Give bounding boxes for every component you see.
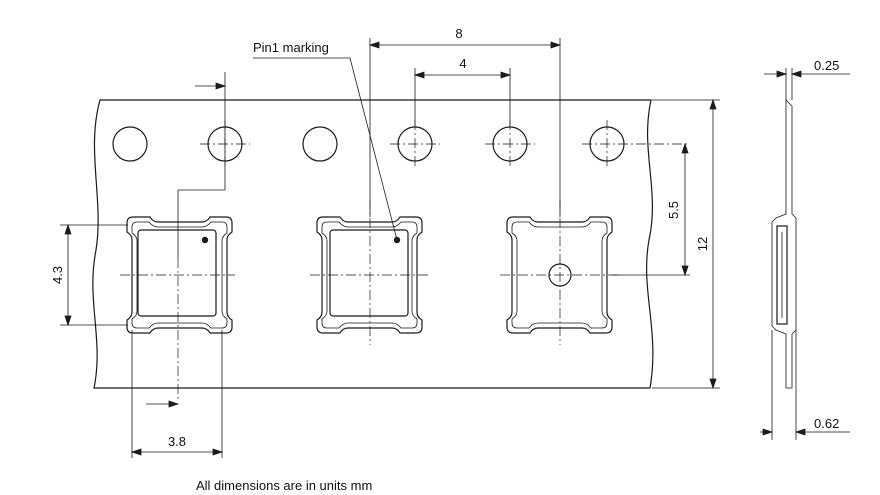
sprocket-holes	[112, 126, 625, 162]
dim-hole-pitch	[413, 68, 512, 126]
dim-tape-width	[652, 98, 720, 390]
pocket-1	[126, 216, 233, 334]
pocket-centerlines	[120, 200, 620, 400]
sprocket-hole	[112, 126, 148, 162]
dim-cavity-width	[130, 330, 224, 458]
dim-pitch	[368, 38, 562, 217]
dim-hole-to-cavity-label: 5.5	[666, 201, 681, 219]
dim-tape-width-label: 12	[695, 237, 710, 251]
dim-thickness-tape	[764, 68, 850, 100]
dim-edge-arrow	[177, 72, 227, 258]
dim-cavity-height	[60, 223, 128, 327]
dim-thickness-total-label: 0.62	[814, 416, 839, 431]
dim-thickness-total	[760, 330, 850, 440]
dim-hole-to-cavity	[612, 142, 690, 277]
units-note: All dimensions are in units mm	[196, 478, 372, 493]
sprocket-hole	[302, 126, 338, 162]
pin1-leader	[253, 57, 398, 241]
dim-hole-pitch-label: 4	[459, 56, 466, 71]
tape-outline	[92, 99, 654, 389]
hole-centerlines	[200, 120, 690, 168]
dim-cavity-height-label: 4.3	[50, 266, 65, 284]
side-section	[771, 99, 797, 389]
pin1-label: Pin1 marking	[253, 40, 329, 55]
dim-cavity-width-label: 3.8	[168, 434, 186, 449]
dim-thickness-tape-label: 0.25	[814, 58, 839, 73]
dim-pitch-label: 8	[455, 26, 462, 41]
